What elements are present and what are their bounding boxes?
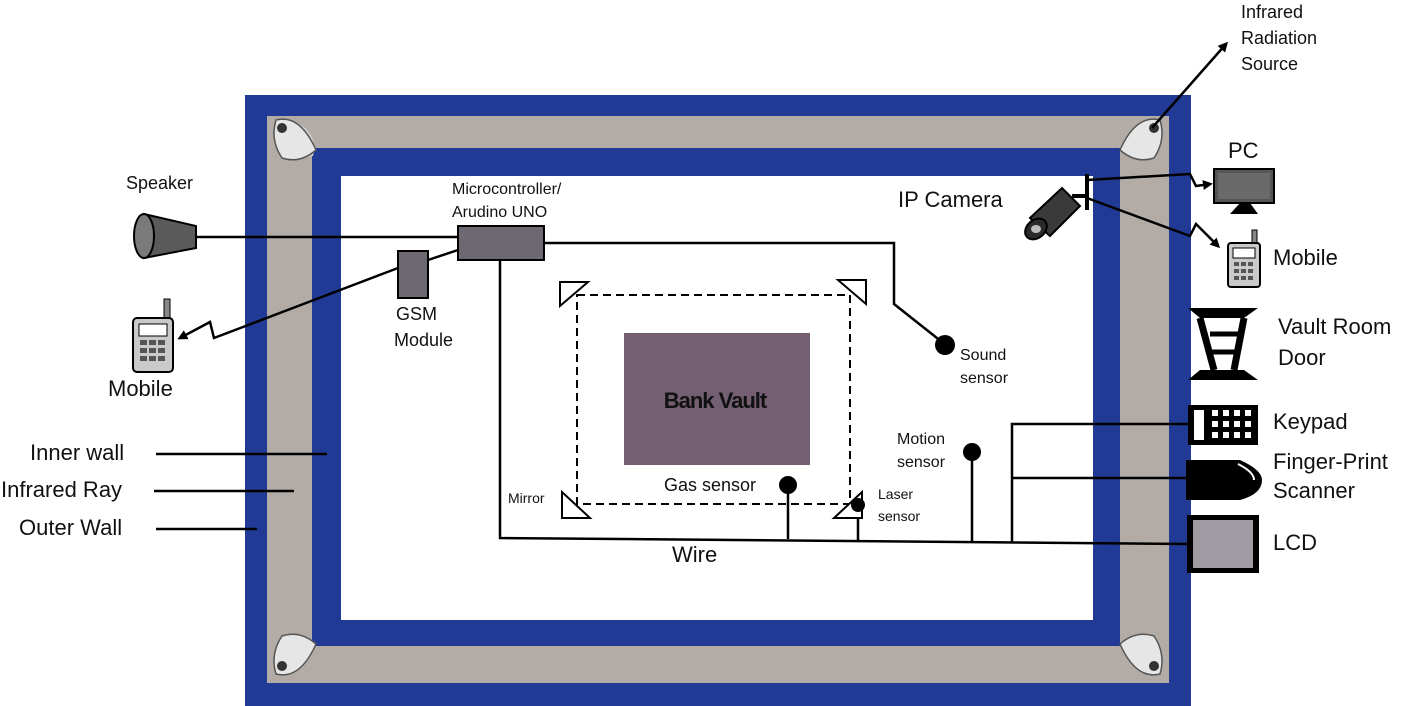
gsm-module-box [397,250,429,299]
microcontroller-box [457,225,545,261]
microcontroller-label-line2: Arudino UNO [452,204,547,221]
mirror-icon [559,281,591,309]
mobile-icon [132,298,174,373]
fingerprint-label-line2: Scanner [1273,478,1355,503]
pc-label: PC [1228,138,1259,163]
laser-sensor-label-line2: sensor [878,508,920,524]
gsm-wire [427,248,459,262]
speaker-label: Speaker [126,173,193,193]
bank-vault-label: Bank Vault [664,388,768,413]
sound-sensor-wire [544,241,943,343]
vault-door-label-line2: Door [1278,345,1326,370]
mirror-icon [561,489,593,519]
mobile-right-label: Mobile [1273,245,1338,270]
mirror-icon [835,279,867,307]
gsm-signal-arrow [177,266,399,340]
motion-sensor-label-line2: sensor [897,454,946,471]
door-icon [1188,308,1258,380]
ir-source-label-line1: Infrared [1241,2,1303,22]
lcd-label: LCD [1273,530,1317,555]
laser-sensor-label-line1: Laser [878,486,913,502]
infrared-lamp-icon [273,118,317,161]
gsm-label-line1: GSM [396,304,437,324]
infrared-ray-label: Infrared Ray [1,477,122,502]
pc-monitor-icon [1213,168,1275,214]
ir-source-label-line3: Source [1241,54,1298,74]
motion-sensor-icon [963,443,981,461]
sound-sensor-label-line1: Sound [960,347,1006,364]
fingerprint-label-line1: Finger-Print [1273,449,1388,474]
sound-sensor-label-line2: sensor [960,370,1009,387]
laser-beam-path [576,294,851,505]
bank-vault-box [624,333,810,465]
mobile-left-label: Mobile [108,376,173,401]
infrared-lamp-icon [273,633,317,676]
keypad-icon [1188,405,1258,445]
mirror-label: Mirror [508,490,545,506]
camera-pc-link [1086,172,1213,190]
ip-camera-icon [1024,174,1089,241]
microcontroller-label-line1: Microcontroller/ [452,181,562,198]
motion-sensor-label-line1: Motion [897,431,945,448]
gas-sensor-label: Gas sensor [664,475,756,495]
fingerprint-scanner-icon [1186,460,1262,500]
lcd-icon [1187,515,1259,573]
speaker-icon [133,212,197,260]
laser-sensor-icon [851,498,865,512]
mobile-icon [1227,229,1261,288]
keypad-label: Keypad [1273,409,1348,434]
keypad-wire [1010,422,1190,542]
sound-sensor-icon [935,335,955,355]
ir-source-label-line2: Radiation [1241,28,1317,48]
ir-source-arrow [1151,41,1228,129]
inner-wall-label: Inner wall [30,440,124,465]
infrared-lamp-icon [1119,118,1163,161]
vault-door-label-line1: Vault Room [1278,314,1391,339]
camera-mobile-link [1086,196,1221,249]
gsm-label-line2: Module [394,330,453,350]
gas-sensor-icon [779,476,797,494]
main-bus-wire [498,260,1191,546]
ip-camera-label: IP Camera [898,187,1004,212]
outer-wall-label: Outer Wall [19,515,122,540]
wire-label: Wire [672,542,717,567]
infrared-lamp-icon [1119,633,1163,676]
